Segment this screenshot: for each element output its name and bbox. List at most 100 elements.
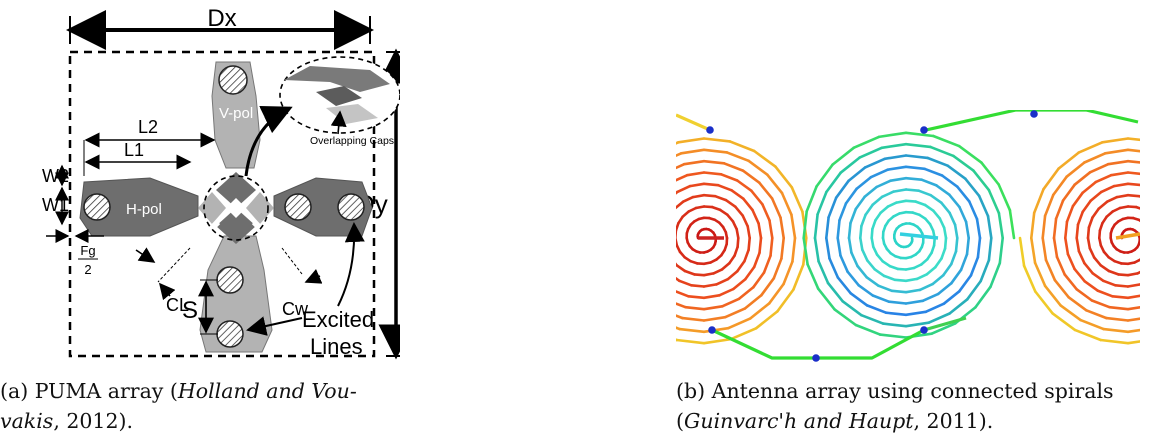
- spiral-center-segment: [886, 165, 908, 172]
- spiral-right-segment: [1094, 173, 1113, 184]
- spiral-center-segment: [925, 266, 937, 276]
- spiral-left-segment: [770, 197, 782, 219]
- spiral-right-segment: [1081, 180, 1098, 194]
- spiral-center-segment: [997, 183, 1012, 212]
- spiral-right-segment: [1081, 199, 1093, 214]
- spiral-right-segment: [1075, 288, 1094, 302]
- spiral-right-segment: [1102, 327, 1130, 334]
- spiral-right-segment: [1106, 159, 1130, 166]
- spiral-right-segment: [1107, 269, 1120, 276]
- spiral-center-segment: [846, 270, 860, 287]
- spiral-center-segment: [977, 194, 990, 218]
- caption-b-authors: Guinvarc'h and Haupt: [684, 409, 914, 433]
- spiral-center-segment: [836, 218, 841, 240]
- spiral-right-segment: [1126, 305, 1140, 311]
- spiral-center-segment: [877, 284, 894, 293]
- spiral-left-segment: [702, 315, 727, 322]
- spiral-right-segment: [1043, 284, 1062, 307]
- spiral-left-segment: [676, 290, 690, 298]
- spiral-center-segment: [802, 236, 809, 266]
- spiral-center-segment: [904, 288, 922, 294]
- spiral-center-segment: [915, 273, 929, 281]
- spiral-center-segment: [967, 200, 979, 221]
- spiral-center-segment: [826, 281, 844, 303]
- spiral-center-segment: [865, 276, 880, 287]
- excited-arrow-right: [337, 222, 365, 307]
- spiral-right-segment: [1105, 210, 1115, 218]
- spiral-center-segment: [859, 224, 863, 240]
- spiral-left-segment: [702, 148, 729, 154]
- spiral-left-segment: [702, 137, 732, 143]
- spiral-left-segment: [792, 263, 805, 291]
- spiral-left-segment: [780, 236, 785, 260]
- spiral-center-segment: [929, 193, 943, 204]
- spiral-right-segment: [1052, 236, 1059, 259]
- spiral-right-segment: [1018, 236, 1026, 268]
- spiral-right-segment: [1092, 256, 1103, 267]
- inset-middle-cap: [316, 86, 362, 106]
- spiral-center-segment: [825, 216, 830, 240]
- spiral-center-segment: [965, 236, 971, 256]
- spiral-center-segment: [975, 217, 982, 240]
- inset-bottom-cap: [326, 104, 378, 124]
- spiral-left-segment: [782, 260, 794, 286]
- spiral-center-segment: [923, 167, 944, 177]
- spiral-center-segment: [921, 292, 940, 303]
- caption-a: (a) PUMA array (Holland and Vou- vakis, …: [0, 376, 420, 436]
- inset-top-cap: [284, 66, 390, 92]
- cw-arrow: [304, 268, 323, 284]
- spiral-right-segment: [1063, 220, 1069, 240]
- spiral-center-segment: [875, 179, 892, 189]
- spiral-center-segment: [847, 221, 852, 240]
- caption-b-paren: (: [676, 409, 684, 433]
- spiral-left-segment: [676, 184, 692, 194]
- spiral-left-segment: [676, 173, 689, 182]
- spiral-center-segment: [939, 201, 951, 215]
- spiral-center-segment: [976, 236, 982, 259]
- spiral-center-segment: [896, 267, 908, 271]
- spiral-left-segment: [719, 173, 739, 182]
- spiral-right-segment: [1099, 338, 1130, 345]
- spiral-right-segment: [1101, 279, 1117, 287]
- spiral-left-segment: [747, 236, 751, 252]
- spiral-left-segment: [750, 189, 764, 206]
- spiral-left-segment: [791, 236, 797, 263]
- spiral-right-segment: [1088, 246, 1096, 259]
- spiral-center-segment: [920, 178, 938, 187]
- spiral-right-segment: [1043, 193, 1055, 218]
- spiral-right-segment: [1076, 210, 1085, 226]
- spiral-center-segment: [856, 264, 868, 279]
- puma-diagram-svg: Dx Dy Overlapping Caps V-pol H-pol L2: [42, 5, 414, 360]
- spiral-center: [802, 131, 1016, 339]
- spiral-center-segment: [998, 236, 1005, 265]
- spiral-right-segment: [1103, 148, 1130, 155]
- spiral-center-segment: [935, 184, 951, 196]
- spiral-center-segment: [879, 205, 890, 214]
- spiral-right-segment: [1108, 305, 1130, 311]
- center-cap-top: [216, 172, 256, 208]
- spiral-center-segment: [888, 264, 899, 271]
- spiral-left-segment: [741, 214, 749, 228]
- spiral-center-segment: [987, 236, 993, 262]
- spiral-right-segment: [1126, 294, 1140, 300]
- spiral-right-segment: [1042, 167, 1060, 191]
- feed-dot: [812, 354, 820, 362]
- spiral-center-segment: [948, 298, 969, 315]
- spiral-left-segment: [712, 268, 724, 275]
- spiral-left-segment: [742, 197, 754, 212]
- spiral-center-segment: [889, 176, 908, 182]
- spiral-center-segment: [904, 199, 917, 203]
- spiral-right-segment: [1096, 289, 1114, 298]
- spiral-left-segment: [743, 248, 750, 263]
- l1-label: L1: [124, 140, 144, 160]
- spiral-right-segment: [1051, 175, 1069, 197]
- spiral-center-segment: [854, 195, 866, 211]
- feed-dot-layer: [706, 110, 1038, 362]
- spiral-center-segment: [890, 289, 908, 294]
- spiral-right-segment: [1066, 252, 1076, 271]
- spiral-right-segment: [1084, 309, 1108, 320]
- spiral-center-segment: [946, 164, 967, 180]
- spiral-center-segment: [979, 258, 991, 283]
- spiral-center-segment: [825, 236, 831, 260]
- spiral-center-segment: [947, 193, 961, 209]
